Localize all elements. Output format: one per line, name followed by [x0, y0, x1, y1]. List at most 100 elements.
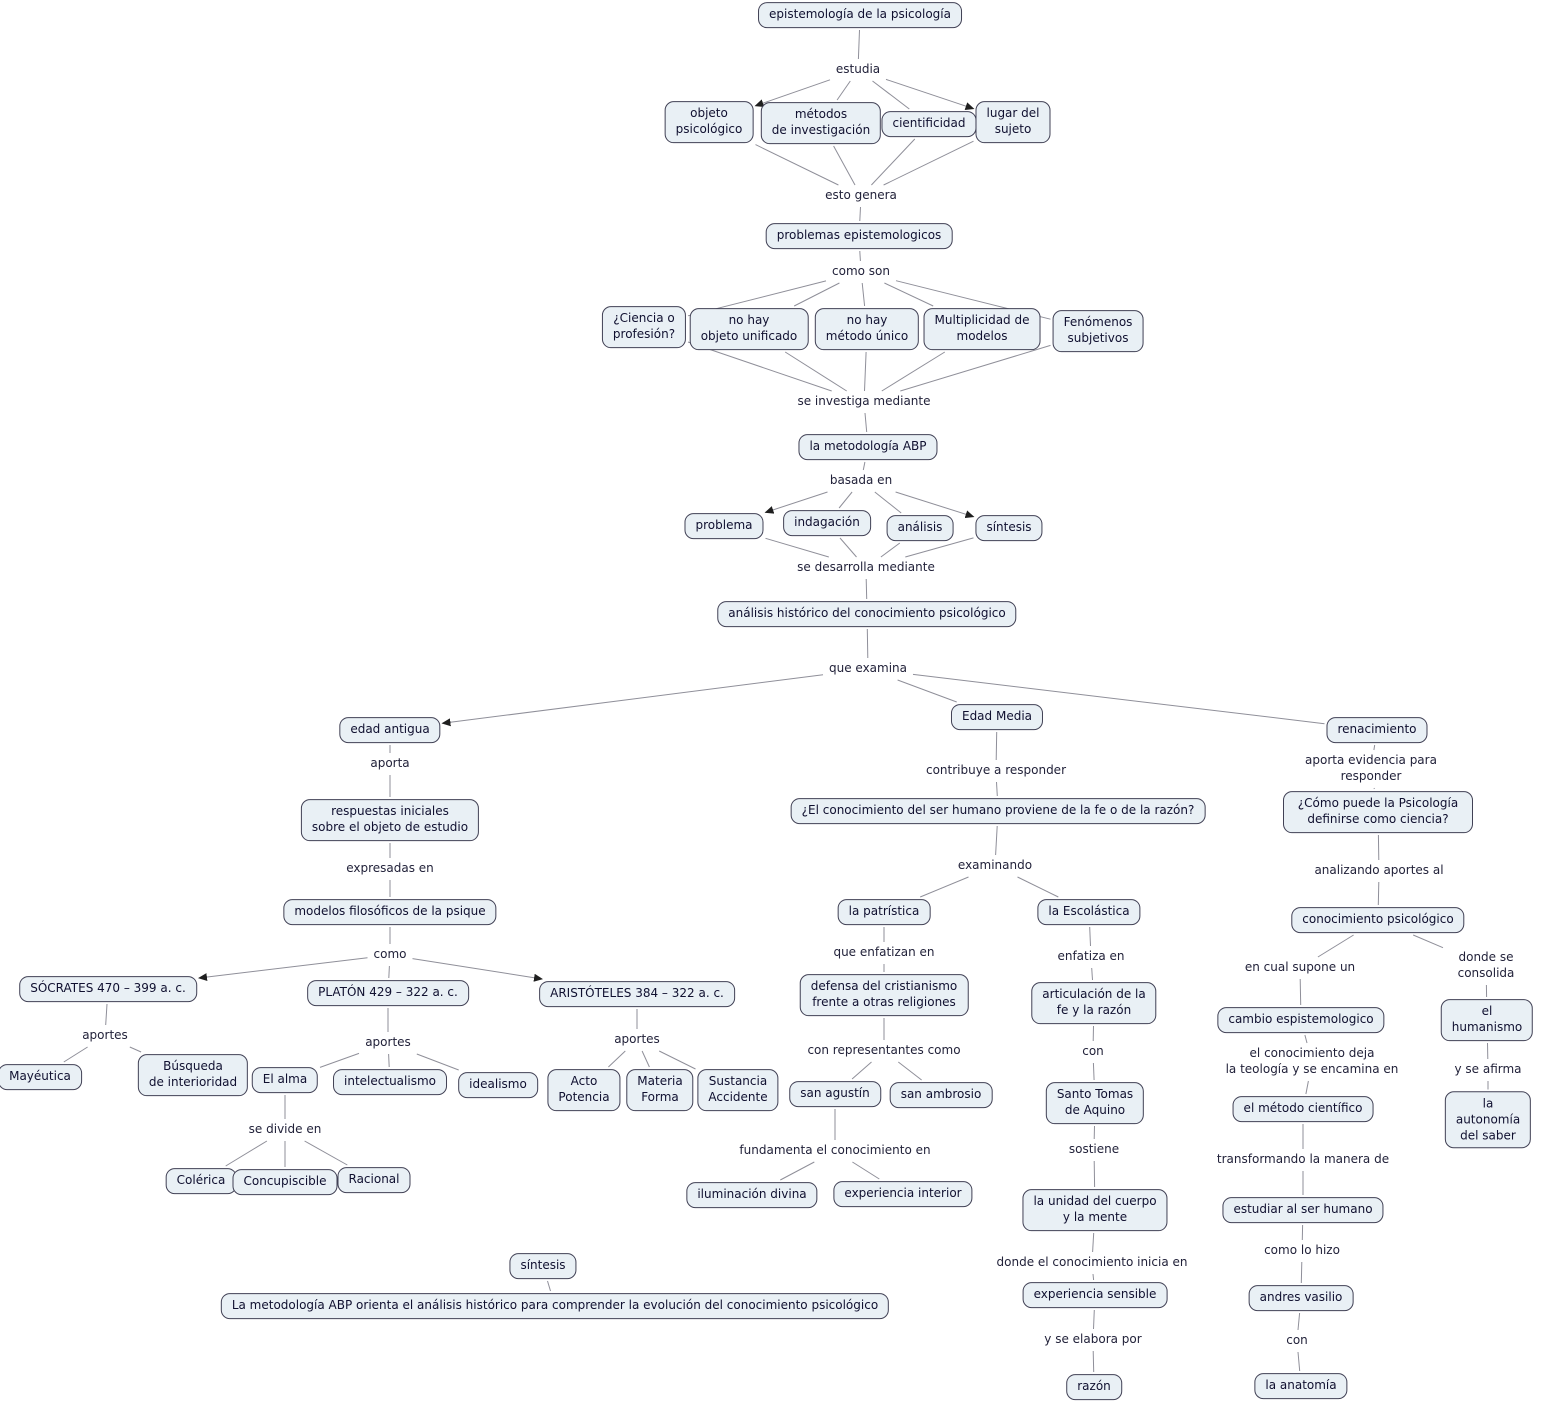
concept-aristoteles[interactable]: ARISTÓTELES 384 – 322 a. c. — [539, 981, 735, 1007]
concept-racional[interactable]: Racional — [337, 1167, 411, 1193]
connector-multiplicidad-se_investiga — [881, 351, 946, 392]
connector-como_son-no_metodo — [861, 282, 866, 307]
linking-phrase-como_hizo: como lo hizo — [1260, 1242, 1344, 1260]
concept-mayeutica[interactable]: Mayéutica — [0, 1064, 82, 1090]
concept-exp_sensible[interactable]: experiencia sensible — [1022, 1282, 1168, 1308]
connector-vasilio-con_ren — [1297, 1312, 1301, 1331]
concept-busqueda[interactable]: Búsqueda de interioridad — [137, 1054, 249, 1096]
concept-conocimiento[interactable]: conocimiento psicológico — [1291, 907, 1465, 933]
linking-phrase-divide: se divide en — [244, 1121, 326, 1139]
connector-estudia-metodos — [836, 80, 851, 101]
concept-iluminacion[interactable]: iluminación divina — [686, 1182, 818, 1208]
concept-defensa[interactable]: defensa del cristianismo frente a otras … — [799, 974, 969, 1016]
linking-phrase-fundamenta: fundamenta el conocimiento en — [735, 1142, 935, 1160]
concept-pregunta_em[interactable]: ¿El conocimiento del ser humano proviene… — [790, 798, 1206, 824]
linking-phrase-deja: el conocimiento deja la teología y se en… — [1221, 1045, 1403, 1079]
connector-como_hizo-vasilio — [1300, 1261, 1303, 1284]
concept-autonomia[interactable]: la autonomía del saber — [1444, 1091, 1532, 1149]
concept-alma[interactable]: El alma — [251, 1067, 319, 1093]
concept-multiplicidad[interactable]: Multiplicidad de modelos — [923, 308, 1041, 350]
concept-acto[interactable]: Acto Potencia — [547, 1069, 621, 1111]
connector-fundamenta-exp_interior — [852, 1161, 880, 1180]
concept-edad_media[interactable]: Edad Media — [950, 704, 1044, 730]
concept-cambio[interactable]: cambio espistemologico — [1217, 1007, 1385, 1033]
linking-phrase-con_ren: con — [1282, 1332, 1312, 1350]
concept-root[interactable]: epistemología de la psicología — [758, 2, 962, 28]
concept-exp_interior[interactable]: experiencia interior — [833, 1181, 973, 1207]
concept-estudiar[interactable]: estudiar al ser humano — [1222, 1197, 1384, 1223]
concept-platon[interactable]: PLATÓN 429 – 322 a. c. — [307, 980, 469, 1006]
linking-phrase-enfatiza: enfatiza en — [1053, 948, 1129, 966]
concept-tomas[interactable]: Santo Tomas de Aquino — [1045, 1082, 1145, 1124]
linking-phrase-esto_genera: esto genera — [821, 187, 901, 205]
connector-contribuye-pregunta_em — [996, 781, 998, 797]
connector-indagacion-desarrolla — [839, 537, 857, 558]
linking-phrase-aporta: aporta — [366, 755, 414, 773]
concept-metodo_cient[interactable]: el método científico — [1232, 1096, 1374, 1122]
concept-metodos[interactable]: métodos de investigación — [760, 102, 882, 144]
concept-problemas[interactable]: problemas epistemologicos — [765, 223, 953, 249]
concept-fenomenos[interactable]: Fenómenos subjetivos — [1052, 310, 1144, 352]
concept-no_objeto[interactable]: no hay objeto unificado — [689, 308, 809, 350]
concept-agustin[interactable]: san agustín — [789, 1081, 881, 1107]
connector-como_son-multiplicidad — [884, 282, 934, 307]
concept-cientificidad[interactable]: cientificidad — [881, 111, 977, 137]
connector-estudia-objeto — [754, 79, 831, 107]
concept-modelos_filo[interactable]: modelos filosóficos de la psique — [283, 899, 497, 925]
concept-renacimiento[interactable]: renacimiento — [1326, 717, 1428, 743]
connector-abp-basada — [862, 461, 866, 471]
linking-phrase-aportes_pla: aportes — [361, 1034, 415, 1052]
linking-phrase-analizando: analizando aportes al — [1310, 862, 1448, 880]
concept-no_metodo[interactable]: no hay método único — [814, 308, 920, 350]
linking-phrase-enfatizan: que enfatizan en — [829, 944, 939, 962]
concept-razon[interactable]: razón — [1066, 1374, 1122, 1400]
linking-phrase-sostiene: sostiene — [1064, 1141, 1124, 1159]
concept-ciencia_prof[interactable]: ¿Ciencia o profesión? — [601, 306, 687, 348]
concept-edad_antigua[interactable]: edad antigua — [339, 717, 441, 743]
concept-concupiscible[interactable]: Concupiscible — [232, 1169, 338, 1195]
connector-exp_sensible-elabora — [1093, 1309, 1095, 1330]
connector-basada-problema — [764, 491, 828, 514]
concept-analisis_hist[interactable]: análisis histórico del conocimiento psic… — [717, 601, 1017, 627]
concept-abp[interactable]: la metodología ABP — [798, 434, 938, 460]
concept-lugar[interactable]: lugar del sujeto — [975, 101, 1051, 143]
concept-intelectualismo[interactable]: intelectualismo — [333, 1069, 447, 1095]
connector-edad_media-contribuye — [995, 731, 998, 761]
concept-colerica[interactable]: Colérica — [165, 1168, 237, 1194]
concept-problema[interactable]: problema — [684, 513, 764, 539]
connector-supone-cambio — [1299, 978, 1302, 1006]
connector-metodos-esto_genera — [833, 145, 856, 186]
concept-escolastica[interactable]: la Escolástica — [1037, 899, 1141, 925]
concept-materia[interactable]: Materia Forma — [626, 1069, 694, 1111]
concept-indagacion[interactable]: indagación — [783, 510, 871, 536]
concept-sustancia[interactable]: Sustancia Accidente — [697, 1069, 779, 1111]
concept-sintesis_n[interactable]: síntesis — [975, 515, 1043, 541]
concept-humanismo[interactable]: el humanismo — [1440, 999, 1534, 1041]
concept-ambrosio[interactable]: san ambrosio — [889, 1082, 993, 1108]
connector-renacimiento-aporta_ev — [1373, 744, 1376, 751]
connector-como-socrates — [198, 957, 368, 982]
connector-representantes-agustin — [851, 1061, 872, 1080]
connector-como-platon — [388, 965, 390, 979]
concept-sintesis_box[interactable]: síntesis — [509, 1253, 577, 1279]
linking-phrase-contribuye: contribuye a responder — [921, 762, 1071, 780]
linking-phrase-desarrolla: se desarrolla mediante — [793, 559, 939, 577]
concept-vasilio[interactable]: andres vasilio — [1248, 1285, 1354, 1311]
connector-inicia-exp_sensible — [1092, 1273, 1095, 1281]
concept-objeto[interactable]: objeto psicológico — [664, 101, 754, 143]
concept-sintesis_text[interactable]: La metodología ABP orienta el análisis h… — [220, 1293, 890, 1319]
linking-phrase-aportes_ari: aportes — [610, 1031, 664, 1049]
connector-con_ren-anatomia — [1297, 1351, 1301, 1372]
concept-unidad[interactable]: la unidad del cuerpo y la mente — [1022, 1189, 1168, 1231]
concept-anatomia[interactable]: la anatomía — [1254, 1373, 1348, 1399]
concept-pregunta_ren[interactable]: ¿Cómo puede la Psicología definirse como… — [1283, 791, 1473, 833]
concept-analisis[interactable]: análisis — [886, 515, 954, 541]
concept-socrates[interactable]: SÓCRATES 470 – 399 a. c. — [19, 976, 197, 1002]
connector-lugar-esto_genera — [883, 140, 974, 186]
connector-se_investiga-abp — [864, 412, 868, 433]
concept-articulacion[interactable]: articulación de la fe y la razón — [1031, 982, 1157, 1024]
concept-patristica[interactable]: la patrística — [837, 899, 931, 925]
connector-sintesis_n-desarrolla — [905, 537, 974, 558]
concept-idealismo[interactable]: idealismo — [458, 1072, 538, 1098]
concept-respuestas[interactable]: respuestas iniciales sobre el objeto de … — [300, 799, 480, 841]
